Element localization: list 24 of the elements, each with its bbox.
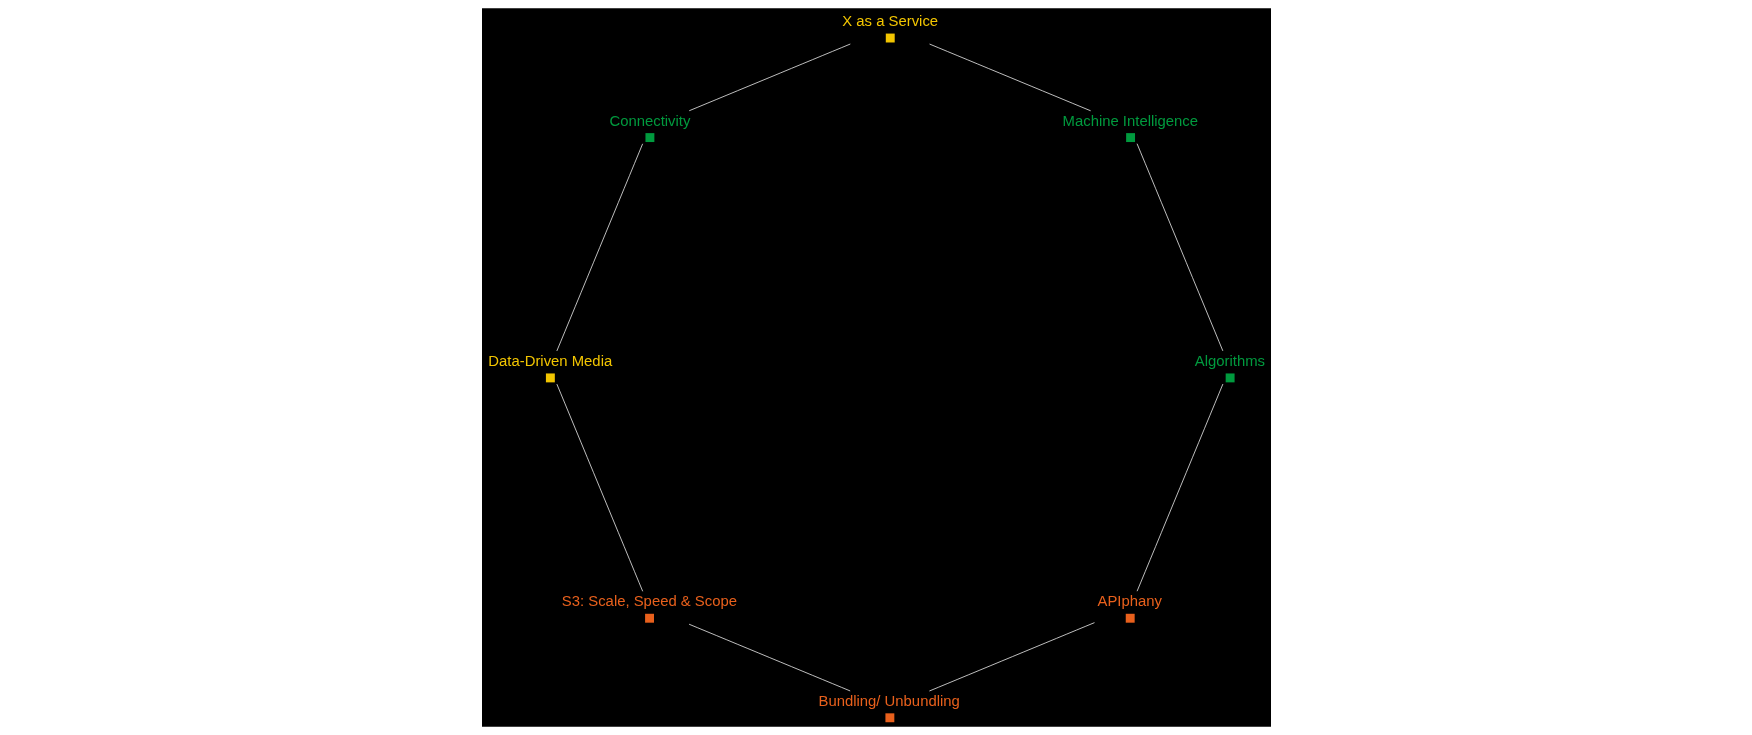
connector xyxy=(928,43,1091,112)
connector xyxy=(928,622,1095,692)
node-label: X as a Service xyxy=(841,13,938,30)
node-label: S3: Scale, Speed & Scope xyxy=(561,593,737,610)
node-label: Data-Driven Media xyxy=(487,353,612,370)
node-box xyxy=(644,613,654,623)
node-label: Algorithms xyxy=(1194,353,1265,370)
connector xyxy=(1136,383,1223,592)
node-label: Machine Intelligence xyxy=(1062,112,1198,129)
node-box xyxy=(644,133,654,143)
node-box xyxy=(1125,613,1135,623)
node-box xyxy=(885,33,895,43)
node-box xyxy=(1125,133,1135,143)
node-box xyxy=(1225,373,1235,383)
connector xyxy=(688,623,851,692)
connector xyxy=(688,43,851,112)
connector xyxy=(555,143,643,352)
connector xyxy=(556,383,643,592)
connector xyxy=(1136,143,1223,352)
node-box xyxy=(884,713,894,723)
node-box xyxy=(545,373,555,383)
node-label: APIphany xyxy=(1097,593,1162,610)
node-label: Bundling/ Unbundling xyxy=(818,692,960,709)
node-label: Connectivity xyxy=(608,112,690,129)
